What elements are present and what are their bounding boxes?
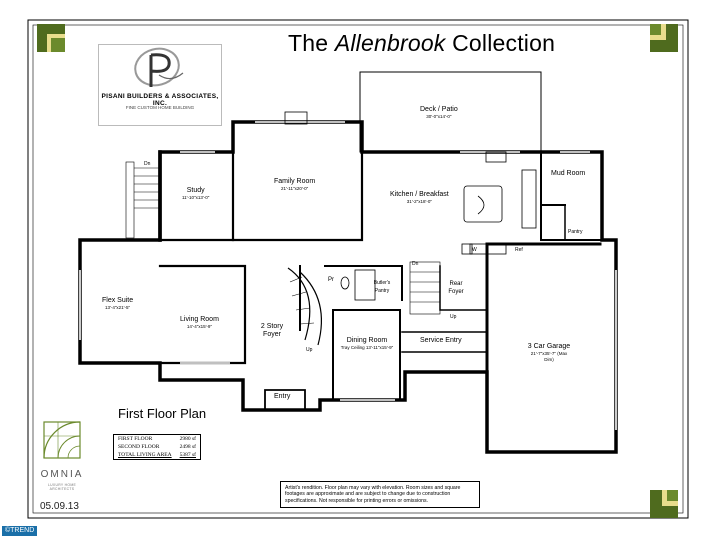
room-rear-foyer: Rear Foyer: [448, 281, 464, 295]
builder-tagline: FINE CUSTOM HOME BUILDING: [125, 105, 195, 110]
appliance-label-refrigerator: Ref: [515, 247, 523, 253]
omnia-logo-icon: [43, 421, 81, 459]
builder-name: PISANI BUILDERS & ASSOCIATES, INC.: [101, 93, 219, 107]
room-foyer: 2 Story Foyer: [260, 323, 284, 338]
logo-monogram-icon: [134, 47, 184, 87]
plan-label: First Floor Plan: [118, 406, 207, 421]
omnia-wordmark: OMNIA: [40, 469, 84, 480]
room-powder: Pr: [328, 277, 334, 283]
omnia-subtitle: LUXURY HOME ARCHITECTS: [47, 483, 77, 491]
stair-label-down-rear: Dn: [412, 261, 419, 267]
disclaimer-note: Artist's rendition. Floor plan may vary …: [280, 481, 480, 509]
trend-watermark: ©TREND: [2, 526, 38, 536]
title-italic: Allenbrook: [334, 30, 446, 56]
room-service-entry: Service Entry: [420, 337, 462, 344]
stair-label-up: Up: [306, 347, 313, 353]
stair-label-up-rear: Up: [450, 314, 457, 320]
date-stamp: 05.09.13: [40, 501, 79, 512]
corner-square-top-right: [650, 24, 678, 52]
room-butlers-pantry: Butler's Pantry: [373, 280, 391, 294]
corner-square-bottom-right: [650, 490, 678, 518]
builder-logo: PISANI BUILDERS & ASSOCIATES, INC. FINE …: [98, 44, 222, 126]
page-title: The Allenbrook Collection: [288, 30, 556, 56]
corner-square-top-left: [37, 24, 65, 52]
room-entry: Entry: [274, 393, 291, 400]
room-pantry: Pantry: [568, 229, 583, 235]
appliance-label-washer: W: [472, 247, 477, 253]
stair-label-down: Dn: [144, 161, 151, 167]
room-mud: Mud Room: [551, 170, 586, 177]
